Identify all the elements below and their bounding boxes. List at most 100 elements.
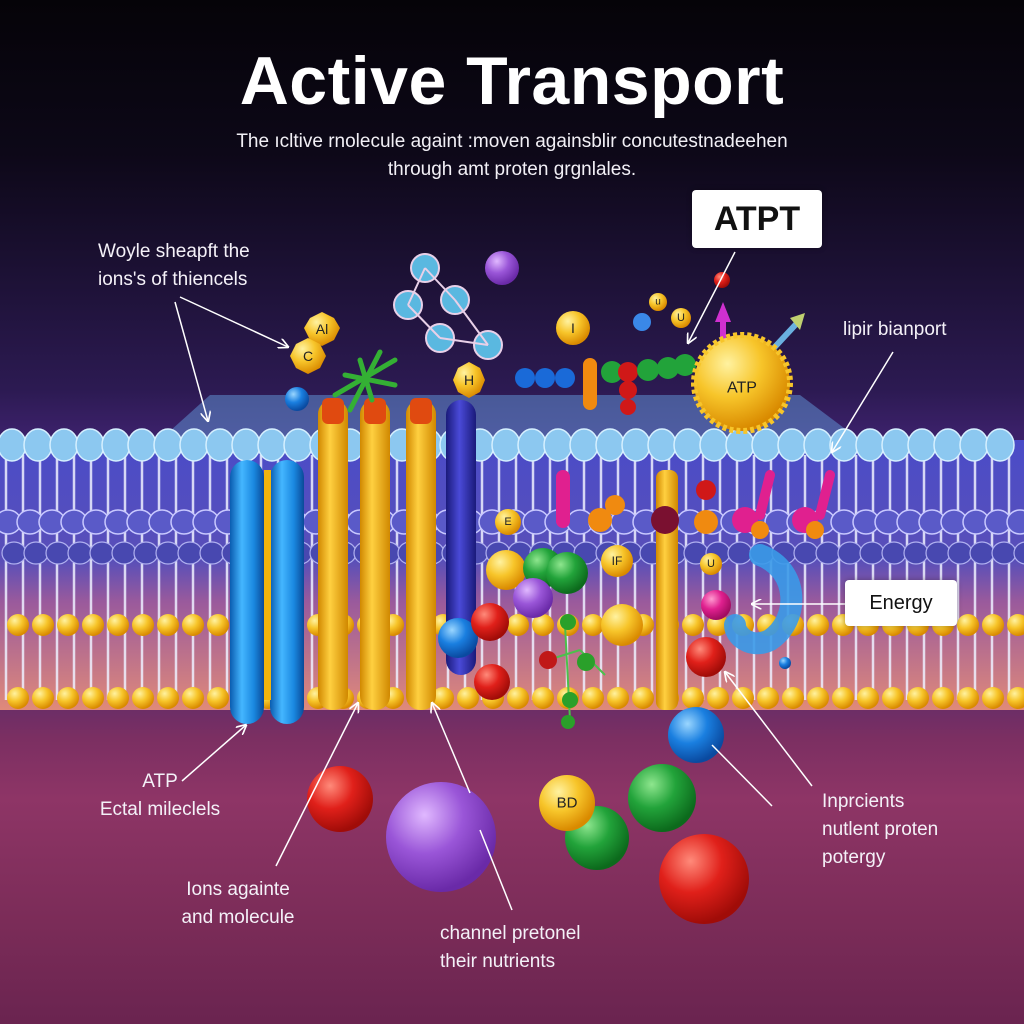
hex-ion-c [290, 338, 326, 374]
lipid-mid-head [925, 541, 951, 565]
lipid-mid-head [1013, 541, 1024, 565]
phosphate-bead [7, 687, 29, 709]
lipid-head [959, 428, 989, 462]
phosphate-bead [757, 687, 779, 709]
sphere-green-large [628, 764, 696, 832]
lipid-mid-head [89, 541, 115, 565]
lipid-mid-head [881, 541, 907, 565]
phosphate-bead [532, 687, 554, 709]
lipid-head [231, 428, 261, 462]
callout-text: and molecule [181, 907, 295, 928]
phosphate-bead [207, 614, 229, 636]
lipid-head [101, 428, 131, 462]
lipid-mid-head [903, 541, 929, 565]
lipid-head [179, 428, 209, 462]
phosphate-bead [807, 614, 829, 636]
sphere-blue-small [285, 387, 309, 411]
phosphate-bead [132, 687, 154, 709]
callout-top-left: Woyle sheapft the ions's of thiencels [98, 238, 250, 294]
callout-bottom-left-a: ATP Ectal mileclels [80, 768, 240, 824]
sphere-red-large [307, 766, 373, 832]
sphere-red [686, 637, 726, 677]
phosphate-bead [957, 614, 979, 636]
lipid-heads-top [0, 428, 1015, 462]
sphere-blue-cluster [633, 313, 651, 331]
callout-text: their nutrients [440, 951, 556, 972]
phosphate-bead [182, 687, 204, 709]
lipid-head [699, 428, 729, 462]
coiled-protein [724, 544, 803, 655]
sphere-green [546, 552, 588, 594]
lipid-head [751, 428, 781, 462]
pointer-lines [174, 251, 894, 911]
lipid-head [23, 428, 53, 462]
phosphate-bead [607, 687, 629, 709]
channel-blue-pair [230, 460, 304, 724]
phosphate-bead [507, 614, 529, 636]
protein-cluster-magenta [556, 470, 835, 539]
lipid-head [127, 428, 157, 462]
sphere-purple-large [386, 782, 496, 892]
phosphate-bead [1007, 614, 1024, 636]
teal-diagonal-arrow [769, 313, 805, 353]
phosphate-bead [857, 687, 879, 709]
lipid-mid-head [727, 541, 753, 565]
sphere-yellow [601, 604, 643, 646]
callout-text: Ectal mileclels [99, 799, 221, 820]
label-u2: U [677, 312, 685, 324]
phosphate-bead [807, 687, 829, 709]
subtitle: The ıcltive rnolecule againt :moven agai… [0, 128, 1024, 184]
label-al: Al [316, 321, 328, 337]
atpt-label-box: ATPT [692, 190, 822, 248]
lipid-head [881, 428, 911, 462]
phosphate-bead [82, 687, 104, 709]
lipid-head [491, 428, 521, 462]
subtitle-line-2: through amt proten grgnlales. [387, 159, 637, 180]
lipid-mid-head [815, 541, 841, 565]
label-bd: BD [557, 795, 578, 812]
lipid-mid-head [45, 541, 71, 565]
phosphate-bead [32, 614, 54, 636]
label-atp-sphere: ATP [727, 380, 757, 397]
callout-text: ions's of thiencels [98, 269, 248, 290]
sphere-magenta [701, 590, 731, 620]
sphere-red [474, 664, 510, 700]
phosphate-bead [507, 687, 529, 709]
lipid-head [517, 428, 547, 462]
lipid-head [75, 428, 105, 462]
lipid-head [595, 428, 625, 462]
phosphate-bead [907, 687, 929, 709]
label-if: IF [612, 554, 623, 568]
lipid-mid-head [67, 541, 93, 565]
subtitle-line-1: The ıcltive rnolecule againt :moven agai… [236, 131, 788, 152]
lipid-mid-head [969, 541, 995, 565]
label-i: I [571, 320, 575, 336]
sphere-e [495, 509, 521, 535]
phosphate-bead [632, 687, 654, 709]
hex-ion-h [453, 362, 485, 398]
label-h: H [464, 372, 474, 388]
phosphate-bead [57, 614, 79, 636]
lipid-mid-head [947, 541, 973, 565]
phosphate-bead [82, 614, 104, 636]
lipid-head [621, 428, 651, 462]
callout-bottom-right: Inprcients nutlent proten potergy [822, 788, 938, 872]
phosphate-bead [207, 687, 229, 709]
phosphate-bead [182, 614, 204, 636]
lipid-mid-head [1006, 509, 1024, 535]
channel-yellow-4 [656, 470, 678, 710]
sphere-red [471, 603, 509, 641]
phosphate-bead [532, 614, 554, 636]
lipid-mid-head [859, 541, 885, 565]
callout-text: Inprcients [822, 791, 905, 812]
lipid-head [543, 428, 573, 462]
phosphate-bead [682, 614, 704, 636]
lipid-mid-head [199, 541, 225, 565]
channel-yellow-2 [360, 398, 390, 710]
lipid-head [907, 428, 937, 462]
lipid-head [647, 428, 677, 462]
lipid-head [829, 428, 859, 462]
sphere-blue-medium [668, 707, 724, 763]
phosphate-bead [682, 687, 704, 709]
